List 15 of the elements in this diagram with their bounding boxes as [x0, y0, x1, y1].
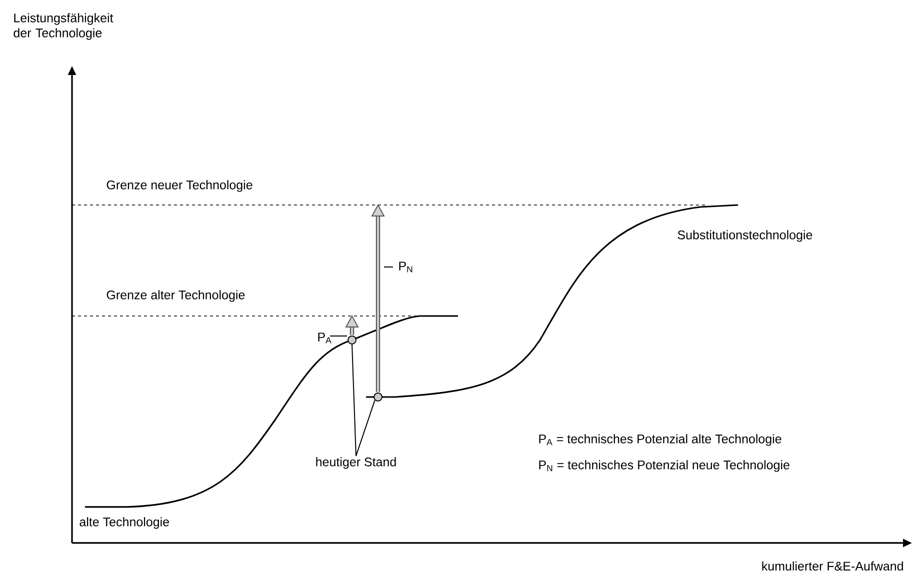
definition-text: P$_{A}$ = technisches Potenzial alte Technologie: [539, 434, 782, 446]
potential-label: P$_{A}$: [318, 332, 332, 344]
axis-label: kumulierter F&E-Aufwand: [762, 561, 903, 571]
limit-label: Grenze neuer Technologie: [106, 180, 252, 192]
curve-label: Substitutionstechnologie: [678, 230, 812, 242]
point-marker: [348, 336, 356, 344]
curve-label: alte Technologie: [80, 517, 169, 529]
axis-label: Leistungsfähigkeit der Technologie: [14, 13, 114, 40]
callout-label: heutiger Stand: [316, 457, 396, 469]
potential-label: P$_{N}$: [399, 262, 412, 272]
limit-label: Grenze alter Technologie: [106, 290, 245, 302]
leader-line: [352, 344, 356, 456]
point-marker: [374, 392, 382, 402]
leader-line: [356, 400, 376, 456]
definition-text: P$_{N}$ = technisches Potenzial neue Technologie: [539, 460, 790, 472]
